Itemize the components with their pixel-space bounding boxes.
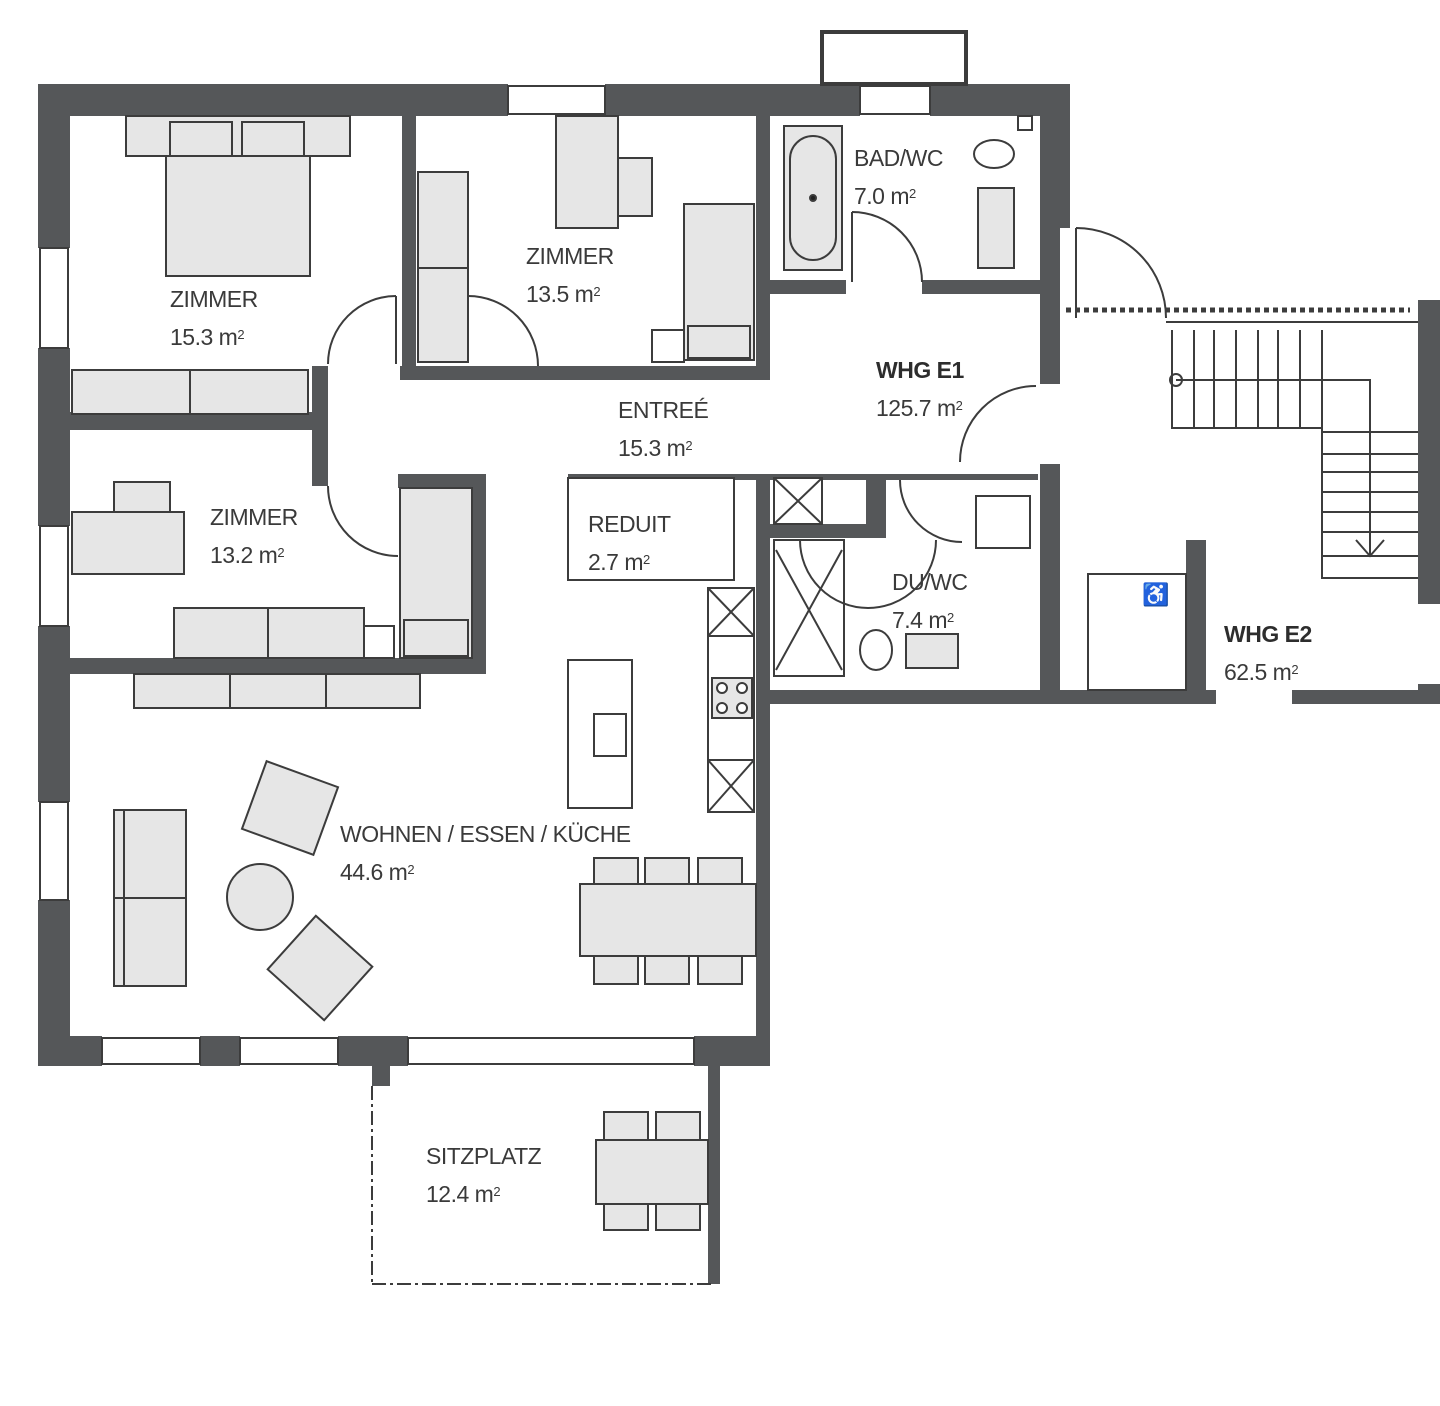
- room-label-zimmer-3: ZIMMER 13.2 m2: [210, 503, 298, 569]
- room-area: 2.7 m2: [588, 549, 650, 575]
- room-label-wohnen-essen-kueche: WOHNEN / ESSEN / KÜCHE 44.6 m2: [340, 820, 631, 886]
- staircase: [1066, 307, 1418, 579]
- unit-area: 62.5 m2: [1224, 659, 1299, 685]
- room-name: DU/WC: [892, 569, 968, 595]
- room-label-bad-wc: BAD/WC 7.0 m2: [854, 144, 944, 210]
- room-area: 12.4 m2: [426, 1181, 501, 1207]
- room-label-whg-e2: WHG E2 62.5 m2: [1224, 620, 1312, 686]
- room-label-zimmer-1: ZIMMER 15.3 m2: [170, 285, 258, 351]
- room-name: ZIMMER: [210, 504, 298, 530]
- room-name: WOHNEN / ESSEN / KÜCHE: [340, 821, 631, 847]
- room-label-entree: ENTREÉ 15.3 m2: [618, 396, 709, 462]
- walls: [38, 84, 1440, 1284]
- window-openings: [39, 30, 968, 1065]
- unit-name: WHG E1: [876, 357, 964, 383]
- doors: [327, 211, 1167, 610]
- terrace-outline: [371, 1086, 712, 1285]
- room-area: 15.3 m2: [170, 324, 245, 350]
- unit-name: WHG E2: [1224, 621, 1312, 647]
- room-name: ZIMMER: [170, 286, 258, 312]
- room-name: ENTREÉ: [618, 397, 709, 423]
- room-area: 44.6 m2: [340, 859, 415, 885]
- room-label-reduit: REDUIT 2.7 m2: [588, 510, 671, 576]
- room-name: ZIMMER: [526, 243, 614, 269]
- room-area: 13.2 m2: [210, 542, 285, 568]
- wheelchair-icon: ♿: [1142, 582, 1170, 607]
- room-area: 7.4 m2: [892, 607, 954, 633]
- unit-area: 125.7 m2: [876, 395, 963, 421]
- room-area: 15.3 m2: [618, 435, 693, 461]
- room-label-sitzplatz: SITZPLATZ 12.4 m2: [426, 1142, 542, 1208]
- furniture: [71, 115, 1187, 1231]
- room-label-du-wc: DU/WC 7.4 m2: [892, 568, 968, 634]
- room-area: 7.0 m2: [854, 183, 916, 209]
- room-label-whg-e1: WHG E1 125.7 m2: [876, 356, 964, 422]
- room-label-zimmer-2: ZIMMER 13.5 m2: [526, 242, 614, 308]
- room-name: REDUIT: [588, 511, 671, 537]
- room-name: BAD/WC: [854, 145, 944, 171]
- room-name: SITZPLATZ: [426, 1143, 542, 1169]
- room-area: 13.5 m2: [526, 281, 601, 307]
